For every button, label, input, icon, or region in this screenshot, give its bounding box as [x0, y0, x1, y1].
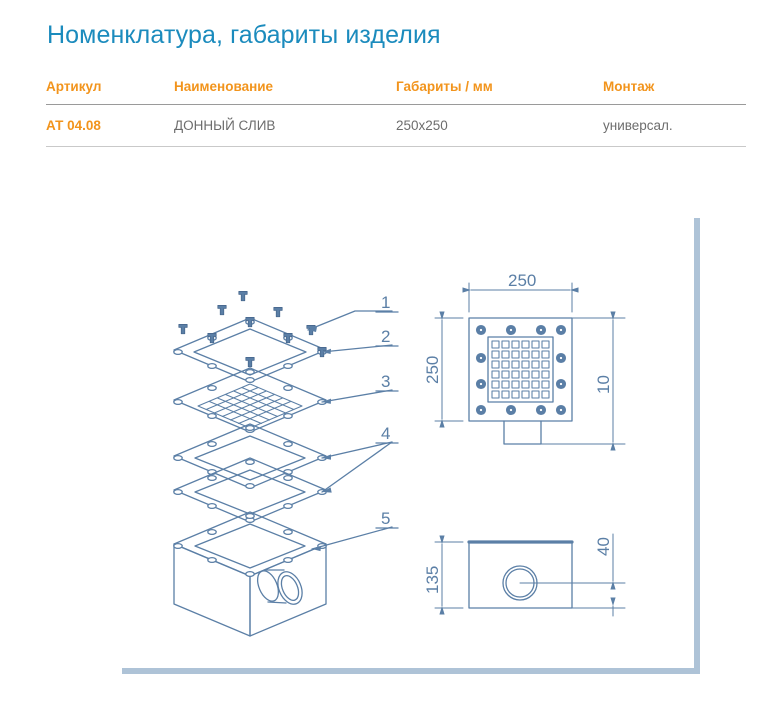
bolt-hole — [475, 324, 567, 416]
dimension-label-top-depth: 10 — [594, 375, 613, 394]
page-title: Номенклатура, габариты изделия — [47, 21, 441, 49]
dimension-top-width — [462, 282, 579, 313]
callout-underlines — [375, 311, 399, 529]
callout-label-2: 2 — [381, 327, 390, 346]
callout-label-1: 1 — [381, 293, 390, 312]
callout-leaders — [307, 310, 393, 552]
exploded-body-box — [173, 511, 327, 637]
table-row: АТ 04.08 ДОННЫЙ СЛИВ 250x250 универсал. — [46, 104, 746, 147]
dimension-top-height — [434, 311, 464, 428]
column-header-dimensions: Габариты / мм — [396, 77, 603, 105]
dimension-label-side-outlet: 40 — [594, 537, 613, 556]
dimension-label-top-width: 250 — [508, 271, 536, 290]
dimension-side-outlet-height — [571, 533, 626, 617]
table-header-row: Артикул Наименование Габариты / мм Монта… — [46, 77, 746, 105]
side-view — [467, 540, 626, 609]
column-header-article: Артикул — [46, 77, 174, 105]
dimension-side-height — [434, 535, 464, 615]
exploded-plate-gasket-upper — [173, 423, 327, 490]
column-header-name: Наименование — [174, 77, 396, 105]
callout-label-4: 4 — [381, 424, 390, 443]
loose-bolt — [178, 291, 316, 336]
dimension-label-top-height: 250 — [423, 356, 442, 384]
product-spec-table: Артикул Наименование Габариты / мм Монта… — [46, 77, 746, 147]
cell-dimensions: 250x250 — [396, 104, 603, 147]
column-header-mounting: Монтаж — [603, 77, 746, 105]
cell-article-code: АТ 04.08 — [46, 104, 174, 147]
cell-product-name: ДОННЫЙ СЛИВ — [174, 104, 396, 147]
outlet-pipe — [256, 569, 303, 605]
cell-mounting: универсал. — [603, 104, 746, 147]
dimension-top-depth — [540, 311, 626, 451]
callout-label-5: 5 — [381, 509, 390, 528]
callout-label-3: 3 — [381, 372, 390, 391]
top-view — [468, 317, 573, 445]
exploded-plate-gasket-lower — [173, 457, 327, 524]
dimension-label-side-height: 135 — [423, 566, 442, 594]
